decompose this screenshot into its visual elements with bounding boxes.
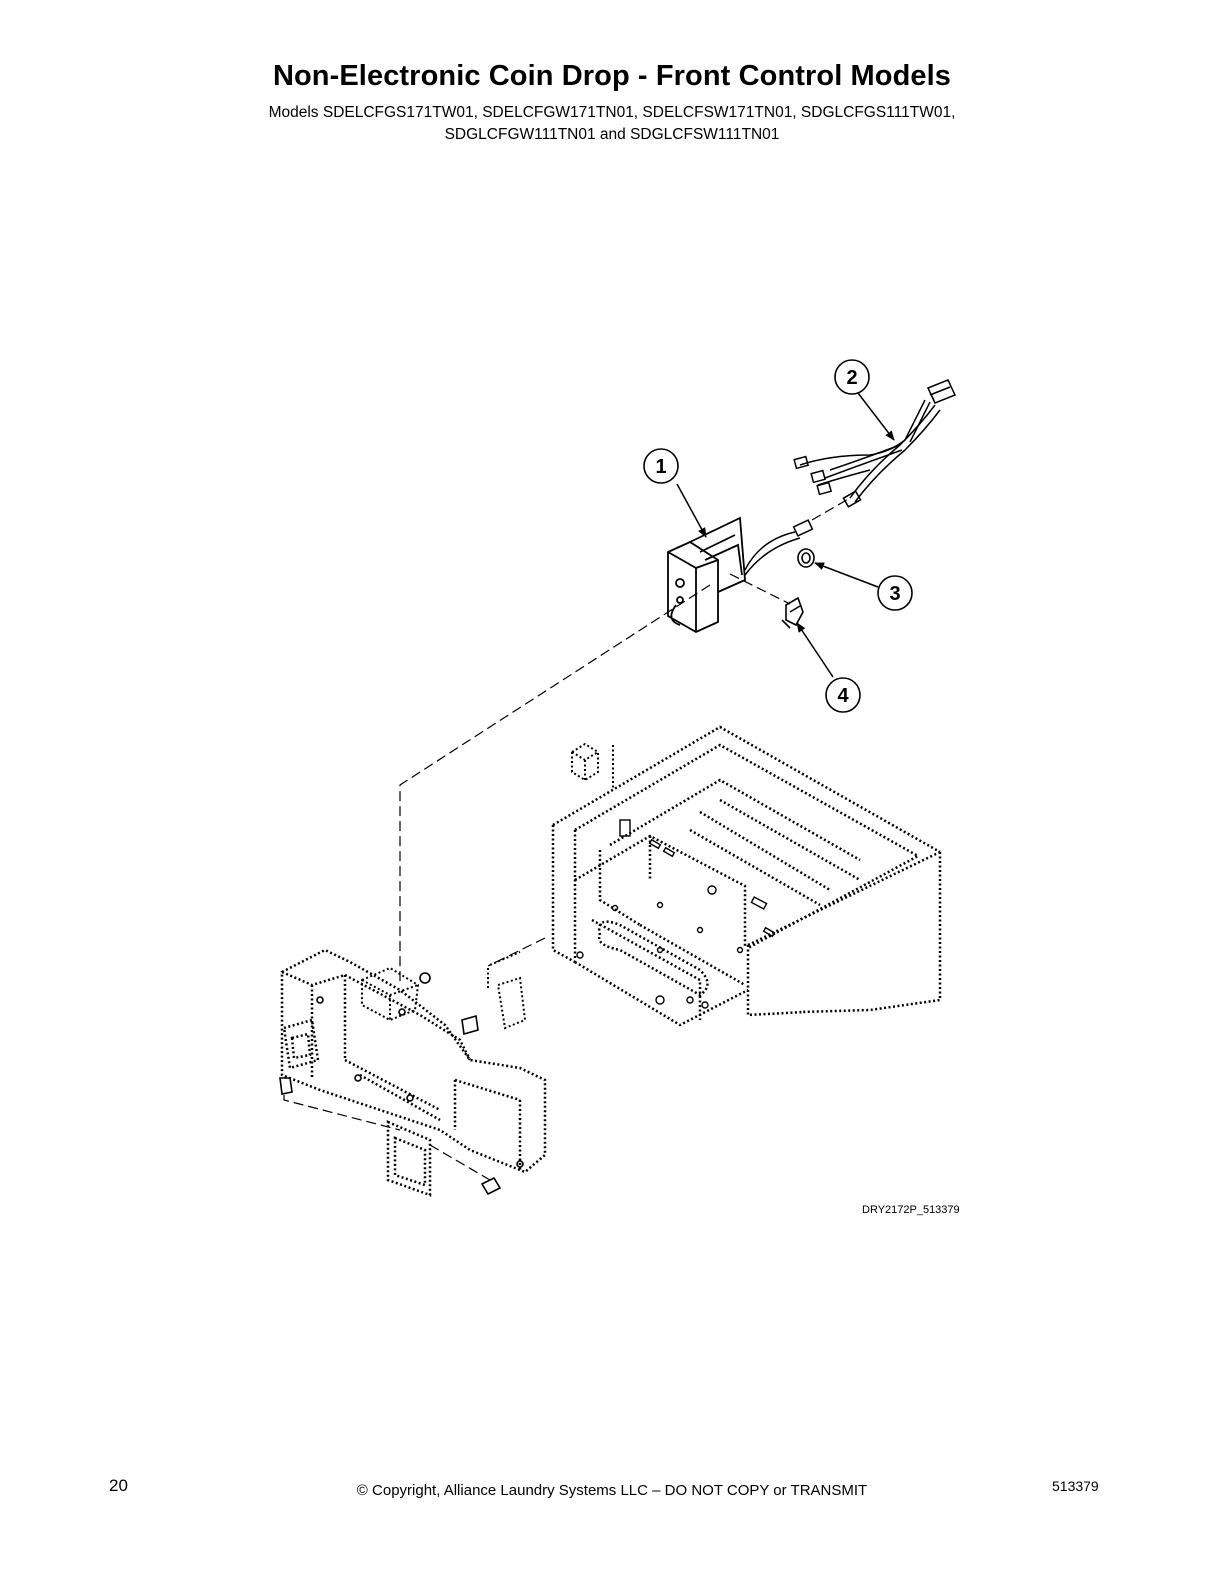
front-control-panel	[280, 948, 547, 1174]
callout-3: 3	[877, 575, 913, 611]
document-number: 513379	[1052, 1478, 1099, 1494]
nut-part	[797, 548, 815, 568]
clip-part	[781, 596, 804, 629]
bracket-wire	[744, 519, 814, 576]
callout-4-label: 4	[837, 685, 849, 707]
frame-holes	[576, 819, 776, 1009]
callout-3-label: 3	[889, 583, 900, 605]
callout-2-label: 2	[846, 367, 857, 389]
assembly-lines	[283, 497, 851, 1181]
page-title: Non-Electronic Coin Drop - Front Control…	[272, 60, 952, 92]
coin-tray	[386, 1120, 432, 1197]
cube-part	[571, 742, 614, 790]
callout-4: 4	[825, 677, 861, 713]
callout-2: 2	[834, 359, 870, 395]
callout-1-label: 1	[655, 456, 666, 478]
page-number: 20	[109, 1476, 128, 1495]
models-line-2: SDGLCFGW111TN01 and SDGLCFSW111TN01	[444, 126, 780, 143]
drawing-id: DRY2172P_513379	[862, 1204, 960, 1216]
callout-1: 1	[643, 448, 679, 484]
callout-leaders	[676, 392, 895, 678]
copyright-notice: © Copyright, Alliance Laundry Systems LL…	[356, 1482, 868, 1499]
switch-bracket	[487, 951, 527, 1030]
wiring-harness	[793, 379, 957, 508]
base-frame	[551, 725, 942, 1027]
panel-hardware	[279, 972, 524, 1196]
panel-top-box	[361, 966, 420, 1022]
coin-drop-bracket	[667, 516, 746, 634]
models-line-1: Models SDELCFGS171TW01, SDELCFGW171TN01,…	[268, 104, 956, 121]
